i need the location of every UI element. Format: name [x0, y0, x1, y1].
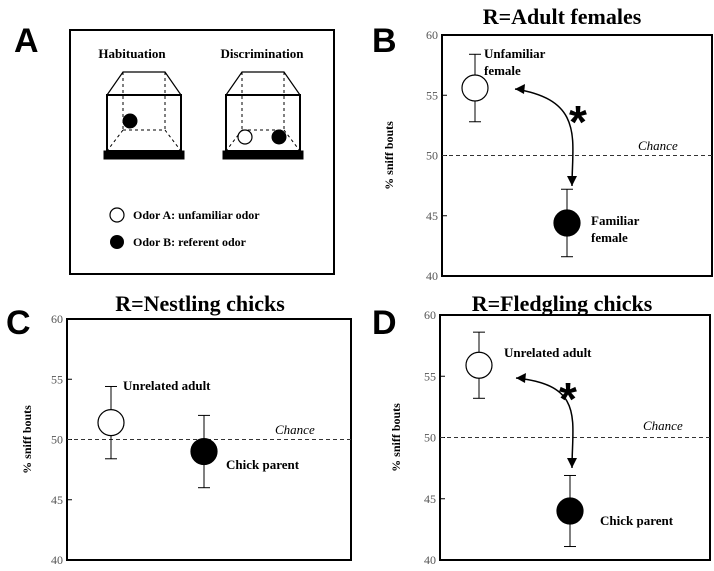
- chart-title: R=Nestling chicks: [115, 291, 285, 316]
- point-label: Chick parent: [226, 457, 300, 472]
- chart-title: R=Fledgling chicks: [472, 291, 653, 316]
- point-label: Familiar: [591, 213, 640, 228]
- legend-open-marker: [109, 207, 125, 223]
- arrowhead: [516, 373, 526, 383]
- cage-box: [225, 94, 301, 152]
- discrimination-cage: [222, 71, 304, 160]
- arrowhead: [567, 458, 577, 468]
- y-tick-label: 40: [426, 269, 438, 283]
- arrowhead: [567, 176, 577, 186]
- y-axis-label: % sniff bouts: [382, 121, 396, 190]
- panel-b: B R=Adult females 40 45 50 55 60 % sniff bouts C…: [372, 4, 713, 283]
- cage-edge: [225, 129, 243, 152]
- y-tick-label: 55: [426, 88, 438, 102]
- y-tick-label: 40: [424, 553, 436, 567]
- point-label: Unfamiliar: [484, 46, 546, 61]
- point-label: female: [484, 63, 521, 78]
- odor-a-dot: [237, 129, 253, 145]
- chance-label: Chance: [275, 422, 315, 437]
- legend-label-odor-a: Odor A: unfamiliar odor: [133, 208, 260, 222]
- y-tick-label: 50: [424, 431, 436, 445]
- panel-a: A Habituation Discrimination: [14, 22, 335, 275]
- panel-letter-d: D: [372, 304, 397, 342]
- cage-roof: [106, 71, 182, 96]
- y-tick-label: 60: [424, 308, 436, 322]
- arrowhead: [515, 84, 525, 94]
- data-point-open: [465, 351, 493, 379]
- cage-box: [106, 94, 182, 152]
- panel-letter-a: A: [14, 22, 39, 60]
- y-tick-label: 55: [424, 369, 436, 383]
- discrimination-label: Discrimination: [220, 46, 304, 61]
- point-label: Unrelated adult: [123, 378, 211, 393]
- point-label: Unrelated adult: [504, 345, 592, 360]
- cage-edge: [283, 129, 301, 152]
- data-point-filled: [553, 209, 581, 237]
- chance-label: Chance: [643, 418, 683, 433]
- significance-star: *: [569, 96, 587, 148]
- point-label: female: [591, 230, 628, 245]
- cage-floor: [103, 150, 185, 160]
- legend-filled-marker: [110, 235, 124, 249]
- odor-b-dot: [122, 113, 138, 129]
- data-point-open: [461, 74, 489, 102]
- y-tick-label: 60: [426, 28, 438, 42]
- data-point-filled: [190, 437, 218, 466]
- y-tick-label: 50: [51, 433, 63, 447]
- panel-c: C R=Nestling chicks 40 45 50 55 60 % sniff bout…: [6, 291, 352, 567]
- panel-letter-c: C: [6, 304, 31, 342]
- cage-floor: [222, 150, 304, 160]
- data-point-open: [97, 409, 125, 437]
- y-tick-label: 45: [51, 493, 63, 507]
- panel-letter-b: B: [372, 22, 397, 60]
- chance-label: Chance: [638, 138, 678, 153]
- significance-arrow: [515, 377, 574, 469]
- habituation-cage: [103, 71, 185, 160]
- y-tick-label: 45: [426, 209, 438, 223]
- y-axis-label: % sniff bouts: [20, 405, 34, 474]
- y-axis-label: % sniff bouts: [389, 403, 403, 472]
- significance-arrow: [514, 88, 574, 187]
- y-tick-label: 40: [51, 553, 63, 567]
- cage-roof: [225, 71, 301, 96]
- habituation-label: Habituation: [98, 46, 166, 61]
- y-tick-label: 60: [51, 312, 63, 326]
- panel-d: D R=Fledgling chicks 40 45 50 55 60 % sniff bou…: [372, 291, 711, 567]
- y-tick-label: 55: [51, 372, 63, 386]
- odor-legend: Odor A: unfamiliar odor Odor B: referent…: [109, 207, 260, 249]
- legend-label-odor-b: Odor B: referent odor: [133, 235, 247, 249]
- y-tick-label: 45: [424, 492, 436, 506]
- significance-star: *: [559, 373, 577, 425]
- cage-edge: [106, 129, 124, 152]
- y-tick-label: 50: [426, 149, 438, 163]
- chart-title: R=Adult females: [483, 4, 642, 29]
- cage-edge: [164, 129, 182, 152]
- odor-b-dot: [271, 129, 287, 145]
- data-point-filled: [556, 497, 584, 525]
- panel-a-frame: [69, 29, 335, 275]
- point-label: Chick parent: [600, 513, 674, 528]
